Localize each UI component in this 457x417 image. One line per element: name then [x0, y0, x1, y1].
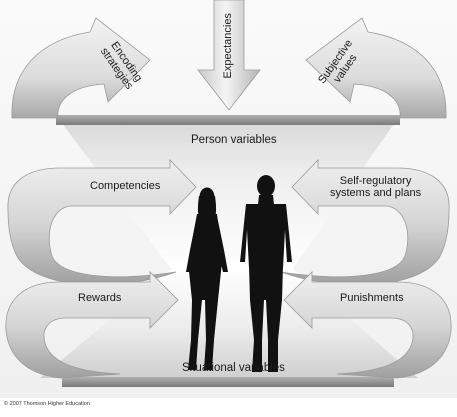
copyright-notice: © 2007 Thomson Higher Education [4, 401, 90, 407]
self-regulatory-line2: systems and plans [330, 186, 422, 199]
person-variables-label: Person variables [191, 134, 277, 146]
competencies-label: Competencies [90, 180, 161, 192]
self-regulatory-line1: Self-regulatory [339, 175, 412, 187]
punishments-label: Punishments [340, 292, 404, 304]
expectancies-label: Expectancies [222, 13, 235, 79]
competencies-arrow [7, 159, 197, 286]
self-regulatory-label: Self-regulatory systems and plans [330, 175, 422, 199]
female-silhouette [186, 187, 228, 370]
encoding-arrow [11, 17, 151, 119]
person-variables-bar [56, 115, 400, 125]
situational-variables-bar [62, 377, 394, 387]
subjective-values-arrow [305, 17, 447, 119]
rewards-label: Rewards [78, 292, 122, 304]
person-funnel [58, 118, 398, 270]
punishments-arrow [283, 271, 452, 379]
expectancies-arrow [197, 0, 261, 111]
male-silhouette [240, 175, 292, 372]
situational-variables-label: Situational variables [182, 362, 285, 374]
rewards-arrow [5, 271, 179, 379]
self-regulatory-arrow [280, 159, 450, 286]
